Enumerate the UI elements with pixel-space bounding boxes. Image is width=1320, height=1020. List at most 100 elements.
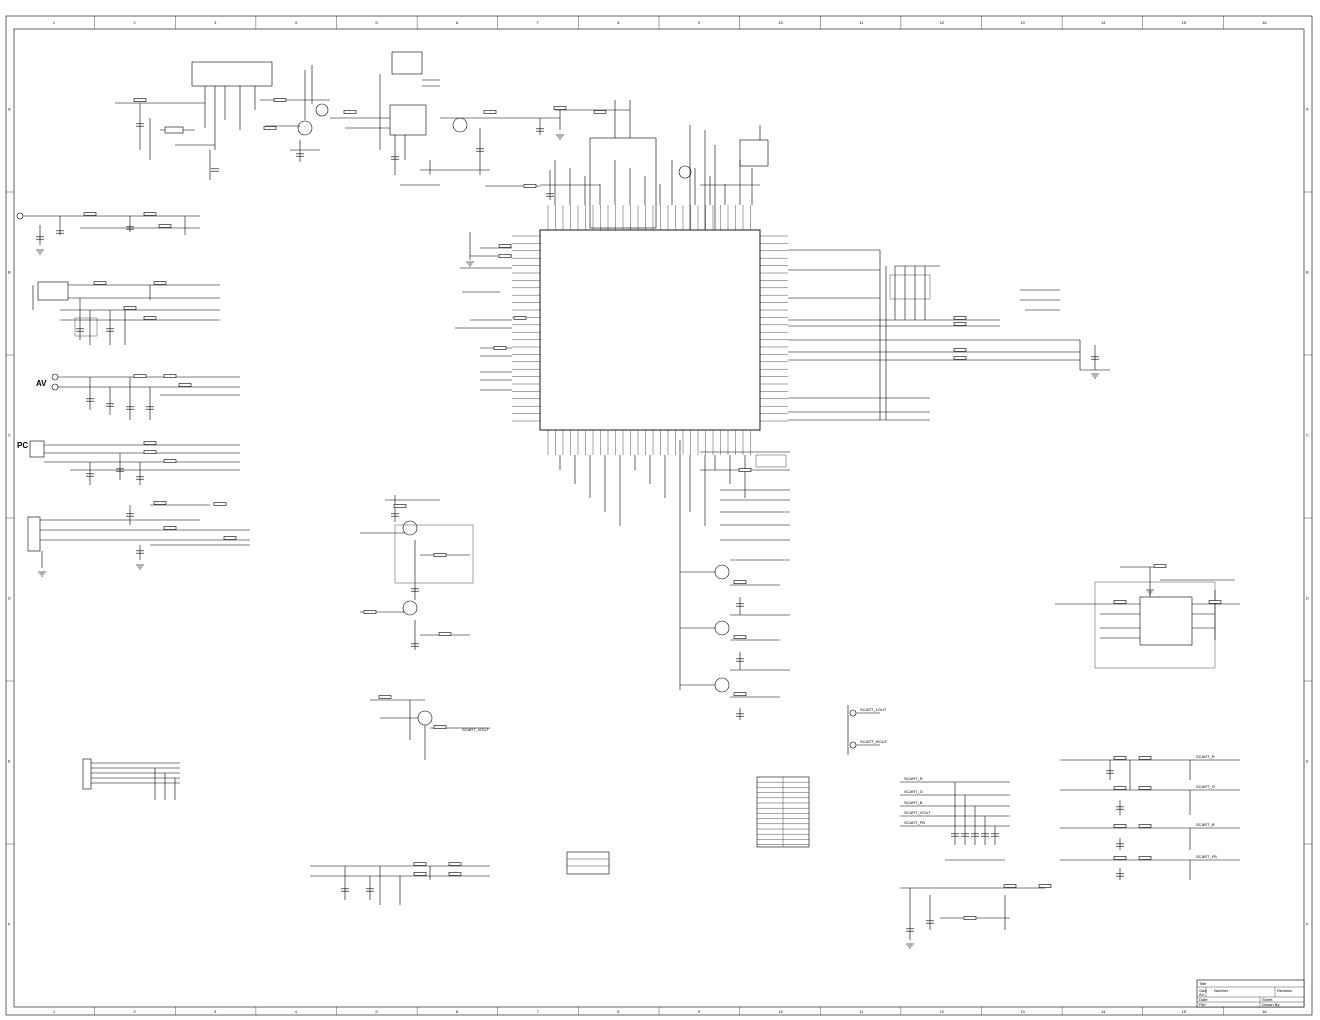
scart-rgb-outputs: SCART_R SCART_G SCART_B SCART_FB [1060, 754, 1240, 880]
column-label: 2 [133, 20, 136, 25]
scart-g-input-label: SCART_G [904, 789, 923, 794]
drawn-by-label: Drawn By: [1262, 1002, 1280, 1007]
scart-signal-bus: SCART_R SCART_G SCART_B SCART_VOUT SCART… [900, 776, 1045, 940]
date-label: Date: [1199, 997, 1209, 1002]
column-label: 4 [295, 1009, 298, 1014]
resistor [493, 346, 507, 350]
resistor [483, 110, 497, 114]
scart-b-input-label: SCART_B [904, 800, 923, 805]
resistor [158, 224, 172, 228]
title-block: Title Size A4 Number Revision Date: File… [1196, 979, 1305, 1008]
resistor [1003, 884, 1017, 888]
clock-circuit [485, 100, 769, 230]
bottom-pin-nets [559, 455, 746, 526]
column-label: 14 [1101, 1009, 1106, 1014]
resistor [163, 526, 177, 530]
column-label: 7 [537, 1009, 540, 1014]
resistor [1113, 824, 1127, 828]
resistor [733, 635, 747, 639]
pc-section-label: PC [17, 441, 28, 450]
resistor [378, 695, 392, 699]
column-label: 6 [456, 1009, 459, 1014]
scart-r-output-label: SCART_R [1196, 754, 1215, 759]
resistor [1113, 786, 1127, 790]
sheet-label: Sheet [1262, 997, 1273, 1002]
column-label: 12 [940, 20, 945, 25]
connector-pin-table [566, 776, 810, 875]
resistor [93, 281, 107, 285]
voltage-regulator-ics [330, 51, 630, 186]
column-label: 4 [295, 20, 298, 25]
top-pin-nets [554, 160, 753, 205]
resistor [143, 316, 157, 320]
resistor [1153, 564, 1167, 568]
resistor [263, 126, 277, 130]
resistor [448, 872, 462, 876]
pc-audio-input-block: PC [17, 440, 240, 485]
number-label: Number [1214, 988, 1229, 993]
row-label: F [8, 922, 11, 927]
resistor [733, 692, 747, 696]
resistor [953, 348, 967, 352]
row-label: F [1306, 922, 1309, 927]
resistor [553, 106, 567, 110]
resistor [223, 536, 237, 540]
scart-b-output-label: SCART_B [1196, 822, 1215, 827]
resistor [1113, 600, 1127, 604]
row-label: C [8, 433, 11, 438]
resistor [178, 383, 192, 387]
resistor [1138, 756, 1152, 760]
i2c-filter-block [310, 865, 490, 905]
row-label: B [8, 270, 11, 275]
column-label: 10 [778, 20, 783, 25]
scart-g-output-label: SCART_G [1196, 784, 1215, 789]
column-label: 16 [1262, 20, 1267, 25]
resistor [213, 502, 227, 506]
resistor [143, 450, 157, 454]
size-label: Size [1199, 988, 1208, 993]
column-label: 11 [859, 20, 864, 25]
resistor [163, 374, 177, 378]
video-amplifier-2: SCART_VOUT [370, 699, 490, 760]
resistor [133, 374, 147, 378]
ic-top-pins [547, 205, 751, 230]
power-regulator-block [115, 61, 330, 180]
column-label: 13 [1020, 20, 1025, 25]
resistor [393, 504, 407, 508]
resistor [143, 441, 157, 445]
resistor [953, 316, 967, 320]
resistor [513, 316, 527, 320]
right-pin-nets [788, 249, 1110, 421]
column-label: 2 [133, 1009, 136, 1014]
rgb-buffer-transistors [679, 440, 790, 720]
resistor [1138, 856, 1152, 860]
column-label: 15 [1182, 20, 1187, 25]
resistor [163, 459, 177, 463]
row-label: D [1306, 596, 1309, 601]
row-label: E [1306, 759, 1309, 764]
resistor [433, 725, 447, 729]
column-label: 15 [1182, 1009, 1187, 1014]
scart-rout-label: SCART_ROUT [860, 739, 888, 744]
av-section-label: AV [36, 379, 47, 388]
scart-audio-jacks: SCART_LOUT SCART_ROUT [847, 705, 888, 755]
title-label: Title [1199, 981, 1207, 986]
resistor [953, 322, 967, 326]
resistor [133, 98, 147, 102]
resistor [413, 872, 427, 876]
resistor [448, 862, 462, 866]
resistor [123, 306, 137, 310]
column-label: 11 [859, 1009, 864, 1014]
column-label: 16 [1262, 1009, 1267, 1014]
scart-vout-label: SCART_VOUT [462, 727, 489, 732]
resistor [953, 356, 967, 360]
resistor [498, 244, 512, 248]
resistor [143, 212, 157, 216]
scart-fb-input-label: SCART_FB [904, 820, 925, 825]
resistor [963, 916, 977, 920]
resistor [438, 632, 452, 636]
